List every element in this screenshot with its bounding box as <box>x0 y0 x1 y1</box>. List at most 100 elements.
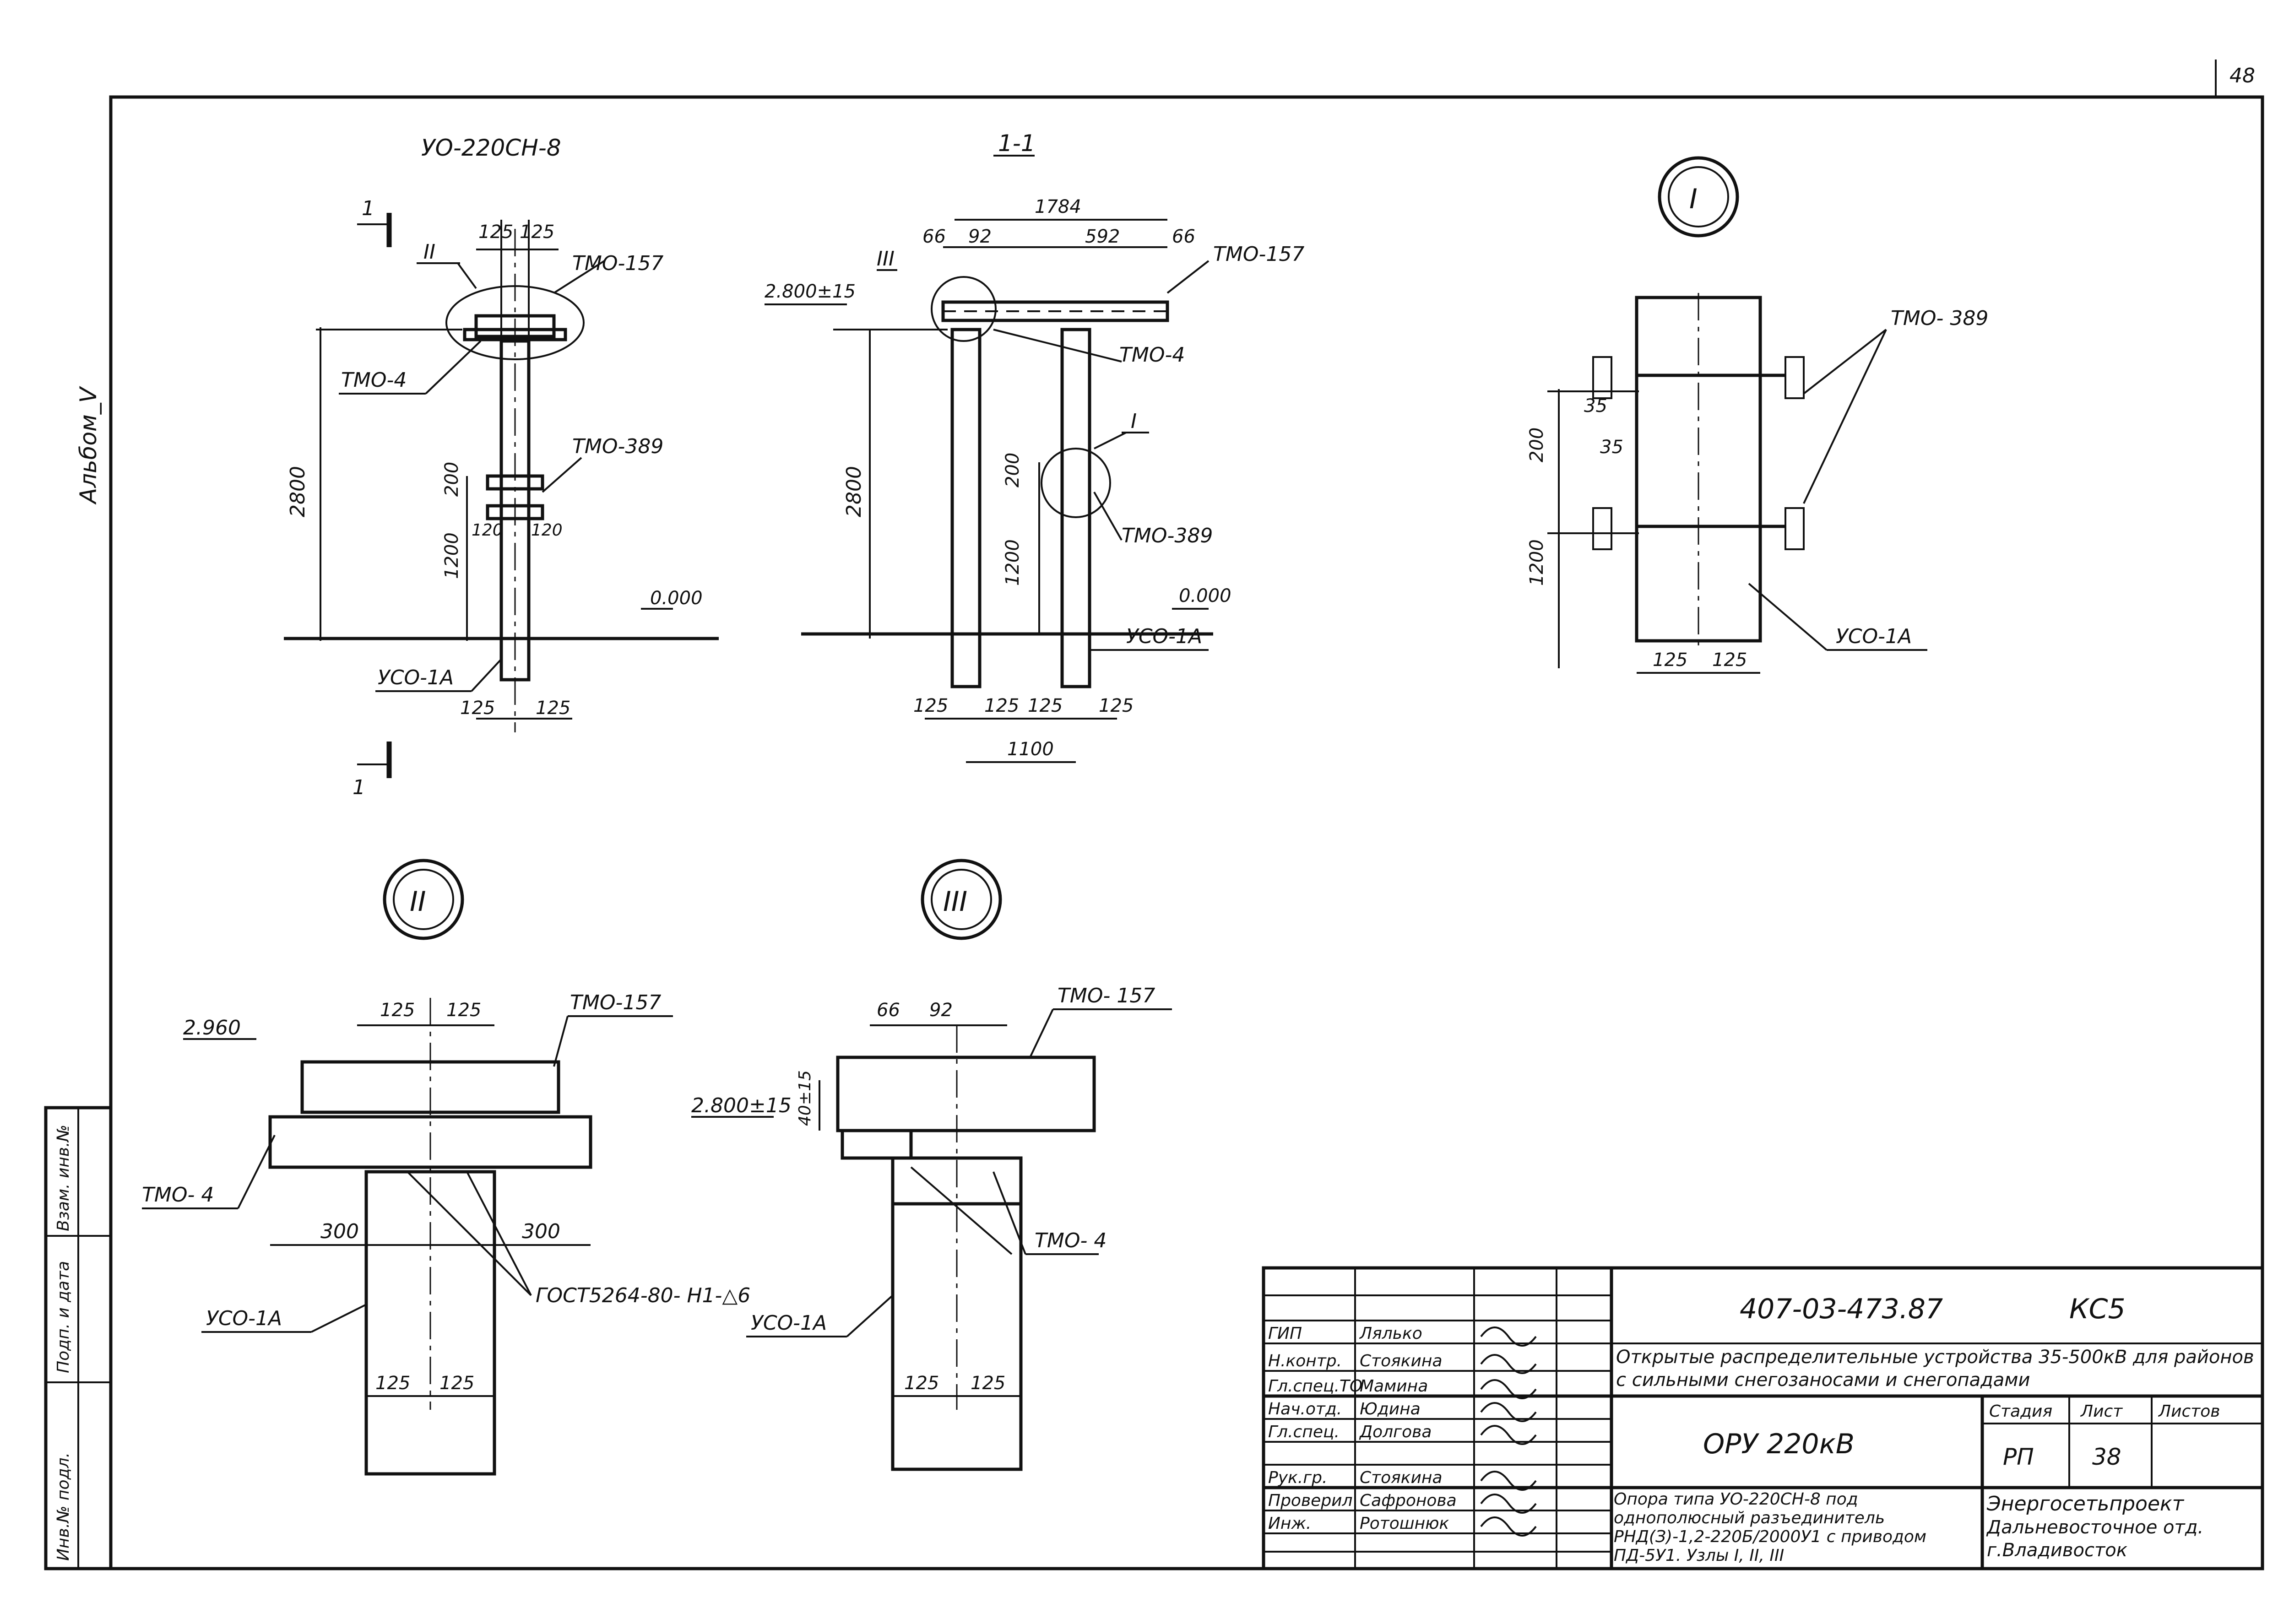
tb-sheets-label: Листов <box>2158 1402 2220 1421</box>
side-label-cap: ТМО-157 <box>572 252 663 275</box>
tb-code: 407-03-473.87 <box>1740 1293 1943 1325</box>
title-block: 407-03-473.87 КС5 Открытые распределител… <box>1262 1266 2264 1570</box>
side-dim-120b: 120 <box>531 521 563 540</box>
tb-project: Открытые распределительные устройства 35… <box>1616 1347 2254 1391</box>
tb-description: Опора типа УО-220СН-8 под однополюсный р… <box>1614 1490 1927 1565</box>
staff-name: Сафронова <box>1360 1491 1457 1510</box>
section-node-iii-circle <box>931 276 997 342</box>
node3-dim-w2: 125 <box>971 1373 1005 1394</box>
section-dim-592: 592 <box>1085 226 1120 247</box>
signature <box>1480 1471 1537 1491</box>
stamp-inv-orig: Инв.№ подл. <box>54 1452 73 1561</box>
side-dim-top-b: 125 <box>520 222 554 243</box>
side-label-plate: ТМО-4 <box>341 368 407 392</box>
node1-dim-35a: 35 <box>1584 395 1607 417</box>
side-cut-top: 1 <box>362 197 374 220</box>
node2-label-plate: ТМО- 4 <box>142 1183 214 1207</box>
section-dim-1200: 1200 <box>1002 539 1023 586</box>
node2-dim-w1: 125 <box>375 1373 410 1394</box>
node3-dim-w1: 125 <box>904 1373 939 1394</box>
node2-dim-b: 125 <box>446 1000 481 1021</box>
staff-role: ГИП <box>1268 1324 1302 1343</box>
signature <box>1480 1516 1537 1537</box>
section-elev: 2.800±15 <box>765 281 856 302</box>
stamp-sign-date: Подп. и дата <box>54 1261 73 1373</box>
staff-name: Стоякина <box>1360 1468 1443 1487</box>
left-stamp: Взам. инв.№ Подп. и дата Инв.№ подл. <box>44 1106 113 1570</box>
node2-label-weld: ГОСТ5264-80- Н1-△6 <box>536 1284 750 1307</box>
view-side: УО-220СН-8 1 1 II 125 125 2800 200 120 <box>284 135 719 799</box>
side-node-ii: II <box>423 240 435 264</box>
section-dim-66b: 66 <box>1172 226 1195 247</box>
node1-ref: I <box>1689 183 1698 215</box>
side-dim-top-a: 125 <box>478 222 513 243</box>
node3-label-cap: ТМО- 157 <box>1058 984 1155 1007</box>
view-node-iii: III 66 92 2.800±15 40±15 125 125 ТМО- 15… <box>691 859 1172 1471</box>
side-level: 0.000 <box>650 588 703 609</box>
side-title: УО-220СН-8 <box>421 135 561 161</box>
side-dim-1200: 1200 <box>441 532 462 579</box>
section-dim-p1: 125 <box>913 695 948 716</box>
tb-sheet-label: Лист <box>2080 1402 2123 1421</box>
staff-role: Рук.гр. <box>1268 1468 1327 1487</box>
node3-dim-h: 40±15 <box>796 1070 814 1126</box>
staff-name: Долгова <box>1359 1423 1432 1441</box>
tb-object: ОРУ 220кВ <box>1703 1428 1855 1460</box>
section-dim-p4: 125 <box>1099 695 1134 716</box>
staff-role: Гл.спец. <box>1268 1423 1340 1441</box>
section-dim-2800: 2800 <box>842 466 866 517</box>
section-dim-p3: 125 <box>1028 695 1063 716</box>
section-title: 1-1 <box>998 130 1036 157</box>
node3-label-post: УСО-1А <box>751 1311 827 1335</box>
side-cut-bottom: 1 <box>353 776 365 799</box>
node2-dim-w2: 125 <box>439 1373 474 1394</box>
side-dim-2800: 2800 <box>286 466 309 517</box>
node3-dim-b: 92 <box>929 1000 953 1021</box>
staff-name: Стоякина <box>1360 1352 1443 1370</box>
signature <box>1480 1494 1537 1514</box>
outer-frame <box>109 95 2264 1570</box>
section-node-i: I <box>1131 410 1137 433</box>
node3-ref: III <box>943 886 967 918</box>
staff-role: Гл.спец.ТО <box>1268 1377 1362 1396</box>
node1-dim-200: 200 <box>1526 428 1547 462</box>
staff-role: Нач.отд. <box>1268 1400 1342 1418</box>
node1-dim-35b: 35 <box>1600 437 1623 458</box>
page-number: 48 <box>2229 64 2255 87</box>
staff-role: Проверил <box>1268 1491 1353 1510</box>
side-dim-200: 200 <box>441 462 462 497</box>
node1-dim-1200: 1200 <box>1526 539 1547 586</box>
section-dim-1784: 1784 <box>1035 196 1081 217</box>
tb-stage-label: Стадия <box>1989 1402 2052 1421</box>
section-node-i-circle <box>1041 448 1111 518</box>
staff-name: Ротошнюк <box>1360 1514 1449 1533</box>
section-dim-66a: 66 <box>922 226 946 247</box>
view-node-ii: II 2.960 125 125 300 300 125 125 ТМО-157… <box>142 859 750 1476</box>
section-dim-p2: 125 <box>984 695 1019 716</box>
node2-elev: 2.960 <box>183 1016 241 1039</box>
node2-ref: II <box>410 886 426 918</box>
section-dim-1100: 1100 <box>1007 739 1054 760</box>
staff-name: Лялько <box>1359 1324 1422 1343</box>
side-dim-base-a: 125 <box>460 698 495 719</box>
node2-label-post: УСО-1А <box>206 1307 282 1330</box>
signature <box>1480 1402 1537 1422</box>
view-section: 1-1 III I 1784 66 92 592 66 2.800±15 280… <box>765 130 1304 763</box>
view-node-i: I 200 1200 35 35 125 125 ТМО- 389 УСО-1А <box>1526 156 1988 674</box>
node1-dim-w2: 125 <box>1712 650 1747 671</box>
node2-label-cap: ТМО-157 <box>570 991 661 1014</box>
signature <box>1480 1326 1537 1347</box>
tb-org-2: Дальневосточное отд. <box>1986 1517 2203 1538</box>
section-node-iii: III <box>877 247 895 271</box>
tb-org-3: г.Владивосток <box>1987 1540 2127 1561</box>
side-node-ii-circle <box>445 285 585 360</box>
section-label-frame: ТМО-157 <box>1213 243 1304 266</box>
section-label-brackets: ТМО-389 <box>1122 524 1213 547</box>
side-label-post: УСО-1А <box>378 666 454 689</box>
signature <box>1480 1425 1537 1445</box>
stamp-inv-replace: Взам. инв.№ <box>54 1125 73 1231</box>
tb-mark: КС5 <box>2069 1293 2126 1325</box>
node1-dim-w1: 125 <box>1653 650 1687 671</box>
node3-label-plate: ТМО- 4 <box>1035 1229 1107 1252</box>
